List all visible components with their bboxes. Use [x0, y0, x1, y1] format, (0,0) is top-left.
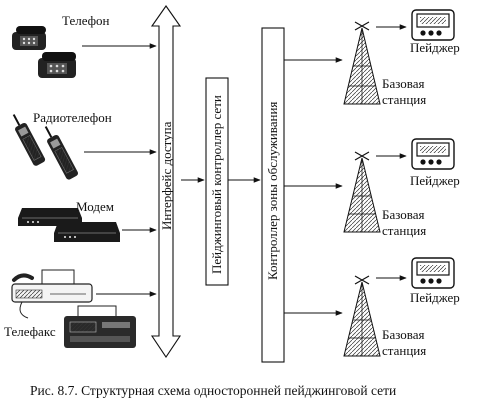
station-label-3a: Базовая [382, 327, 425, 342]
modem-label: Модем [76, 199, 114, 214]
antenna-tower-icon [343, 275, 381, 357]
zone-controller-label: Контроллер зоны обслуживания [265, 102, 280, 280]
pager-label-2: Пейджер [410, 173, 460, 188]
antenna-tower-icon [343, 151, 381, 233]
access-interface-bar [150, 5, 182, 358]
figure-caption: Рис. 8.7. Структурная схема односторонне… [30, 383, 396, 398]
fax-icon [11, 269, 136, 348]
pager-label-3: Пейджер [410, 290, 460, 305]
pager-icon [411, 138, 455, 170]
station-label-2a: Базовая [382, 207, 425, 222]
paging-controller-box [205, 77, 229, 286]
telephone-icon [12, 26, 76, 78]
pager-icon [411, 257, 455, 289]
zone-controller-box [261, 27, 285, 363]
base-station-3 [343, 257, 455, 357]
telephone-label: Телефон [62, 13, 110, 28]
base-station-1 [343, 9, 455, 105]
access-interface-label: Интерфейс доступа [159, 121, 174, 230]
fax-label: Телефакс [4, 324, 56, 339]
radiotelephone-label: Радиотелефон [33, 110, 112, 125]
pager-icon [411, 9, 455, 41]
radiotelephone-icon [12, 114, 79, 180]
pager-label-1: Пейджер [410, 40, 460, 55]
paging-controller-label: Пейджинговый контроллер сети [209, 95, 224, 274]
antenna-tower-icon [343, 21, 381, 105]
station-label-1a: Базовая [382, 76, 425, 91]
station-label-3b: станция [382, 343, 426, 358]
modem-icon [18, 208, 120, 242]
station-label-1b: станция [382, 92, 426, 107]
station-label-2b: станция [382, 223, 426, 238]
base-station-2 [343, 138, 455, 233]
